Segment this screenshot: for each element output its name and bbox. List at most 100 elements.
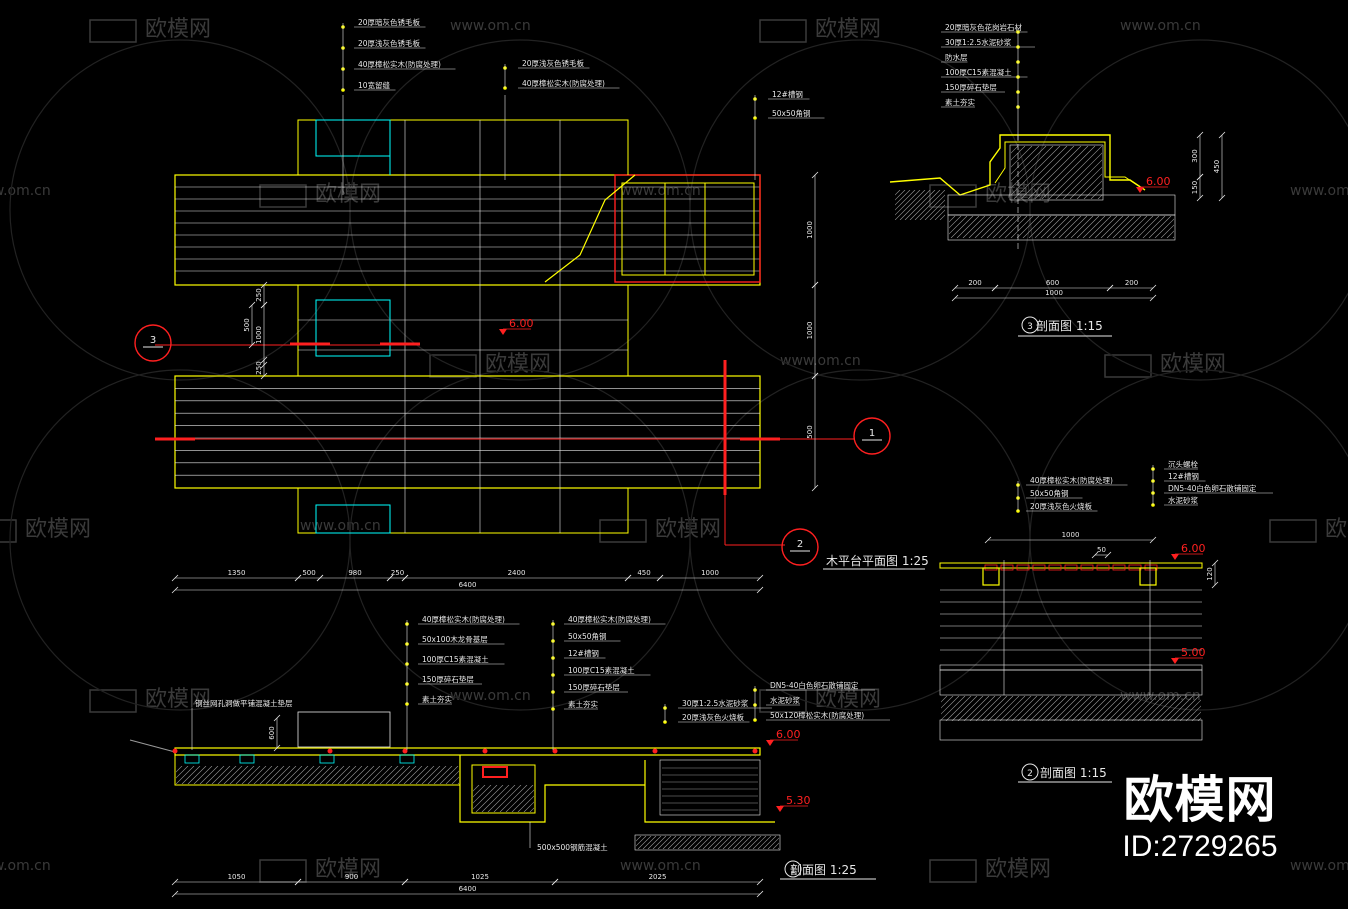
s1-dim-tick <box>294 878 302 886</box>
hatch-line <box>1097 194 1102 199</box>
hatch-line <box>895 190 926 220</box>
s3-dim-tick <box>991 284 999 292</box>
plan-dim-left-tick <box>248 341 256 349</box>
hatch-line <box>451 776 459 784</box>
s1-channel-steel <box>482 766 508 778</box>
watermark-site: www.om.cn <box>1120 18 1201 34</box>
hatch-line <box>427 766 447 784</box>
hatch-line <box>473 785 498 810</box>
hatch-line <box>941 696 954 709</box>
hatch-line <box>962 216 986 238</box>
hatch-line <box>481 785 510 812</box>
hatch-line <box>1160 224 1174 238</box>
hatch-line <box>747 836 762 849</box>
plan-dim-right-label: 1000 <box>806 322 814 340</box>
hatch-line <box>1094 216 1118 238</box>
hatch-line <box>1166 230 1174 238</box>
plan-dim-left-label: 1000 <box>255 326 263 344</box>
hatch-line <box>433 766 453 784</box>
s1-dim-label: 1050 <box>228 873 246 881</box>
s1-note-c-1: 20厚浅灰色火烧板 <box>682 712 745 722</box>
s3-ground-hatch <box>895 190 945 220</box>
watermark-ring <box>9 39 351 381</box>
s2-dim-small-tick <box>1091 551 1099 559</box>
plan-dim-left-tick <box>260 372 268 380</box>
hatch-line <box>176 766 177 767</box>
hatch-line <box>1011 146 1033 168</box>
hatch-line <box>895 190 921 216</box>
hatch-line <box>511 789 534 812</box>
s1-dim-total-tick <box>756 890 764 898</box>
hatch-line <box>1005 696 1032 721</box>
s1-dim-tick <box>171 878 179 886</box>
s2-elev-top-triangle <box>1171 554 1179 560</box>
hatch-line <box>277 766 297 784</box>
hatch-line <box>904 190 936 220</box>
hatch-line <box>993 696 1020 721</box>
plan-pavilion-outline <box>614 174 761 283</box>
hatch-line <box>1034 146 1089 199</box>
hatch-line <box>1065 696 1092 721</box>
s3-dim-label: 600 <box>1046 279 1059 287</box>
plan-dim-total-tick <box>171 586 179 594</box>
watermark-sofa-icon <box>1269 519 1317 543</box>
plan-paving-top <box>297 119 629 176</box>
hatch-line <box>181 766 201 784</box>
hatch-line <box>307 766 327 784</box>
s1-dim-label: 900 <box>345 873 358 881</box>
s3-core <box>1009 144 1104 201</box>
plan-dim-bottom-label: 1350 <box>228 569 246 577</box>
watermark-sofa-icon <box>1104 354 1152 378</box>
plan-dim-bottom-label: 250 <box>391 569 404 577</box>
plan-note-left-2: 40厚樟松实木(防腐处理) <box>358 59 441 69</box>
hatch-line <box>1041 696 1068 721</box>
plan-dim-right-tick <box>811 372 819 380</box>
hatch-line <box>1027 146 1082 199</box>
hatch-line <box>950 216 974 238</box>
hatch-line <box>757 836 772 849</box>
plan-dim-left-tick <box>260 301 268 309</box>
hatch-line <box>672 836 687 849</box>
hatch-line <box>1011 146 1026 161</box>
s1-note-a-2: 100厚C15素混凝土 <box>422 654 489 664</box>
hatch-line <box>1130 216 1154 238</box>
hatch-line <box>957 696 984 721</box>
hatch-line <box>1148 216 1172 238</box>
hatch-line <box>187 766 207 784</box>
plan-dim-bottom-tick <box>756 574 764 582</box>
hatch-line <box>924 199 945 220</box>
watermark-brand: 欧模网 <box>815 17 881 42</box>
hatch-line <box>1100 216 1124 238</box>
hatch-line <box>241 766 261 784</box>
hatch-line <box>1143 696 1170 721</box>
hatch-line <box>772 842 779 849</box>
hatch-line <box>271 766 291 784</box>
hatch-lines <box>895 190 945 220</box>
s2-slab <box>939 669 1203 696</box>
hatch-line <box>1119 696 1146 721</box>
s2-pebble-layer <box>939 664 1203 671</box>
s2-elev-bottom-triangle <box>1171 658 1179 664</box>
s2-board-cell <box>1080 564 1094 571</box>
hatch-lines <box>941 696 1201 721</box>
hatch-line <box>1035 696 1062 721</box>
watermark-brand: 欧模网 <box>145 17 211 42</box>
watermark-sofa-icon <box>929 184 977 208</box>
hatch-line <box>687 836 702 849</box>
s2-board-cell <box>1032 564 1046 571</box>
plan-dim-bottom-tick <box>316 574 324 582</box>
s2-dim-small-tick <box>1104 551 1112 559</box>
hatch-line <box>1106 216 1130 238</box>
watermark-sofa-icon <box>89 19 137 43</box>
hatch-line <box>949 216 962 229</box>
s1-note-b-1: 50x50角钢 <box>568 631 607 641</box>
plan-bubble-2-circle <box>781 528 819 566</box>
hatch-line <box>473 785 492 804</box>
hatch-line <box>361 766 381 784</box>
hatch-line <box>969 696 996 721</box>
s1-pond-outline <box>644 760 775 823</box>
hatch-line <box>1011 146 1047 182</box>
plan-dim-right-label: 500 <box>806 425 814 438</box>
hatch-line <box>313 766 333 784</box>
